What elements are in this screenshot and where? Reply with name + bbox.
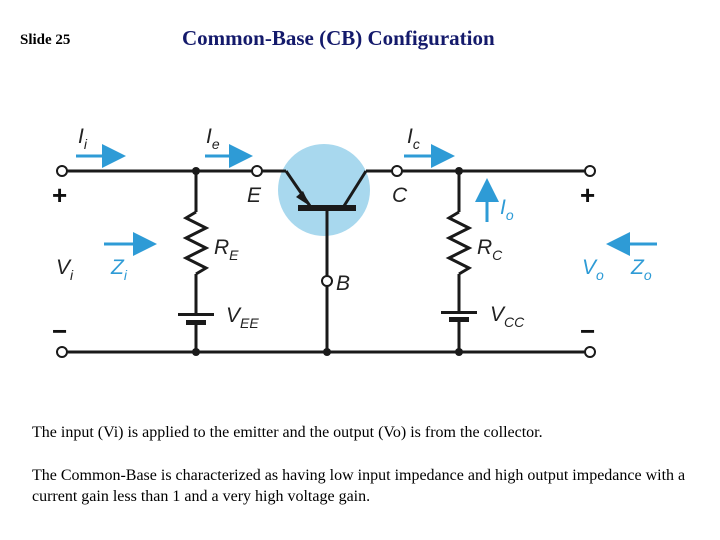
output-impedance-label: Zo	[630, 256, 652, 283]
base-label: B	[336, 272, 350, 295]
slide-number: Slide 25	[20, 32, 71, 48]
emitter-supply-short-plate	[186, 320, 206, 325]
collector-current-label: Ic	[407, 125, 420, 152]
input-minus-sign: −	[52, 316, 67, 346]
emitter-supply-label: VEE	[226, 304, 259, 331]
transistor-base-bar	[298, 205, 356, 211]
emitter-resistor	[182, 210, 210, 276]
input-top-terminal	[56, 165, 68, 177]
emitter-supply-long-plate	[178, 313, 214, 316]
collector-resistor-label: RC	[477, 236, 503, 263]
description-paragraph-1: The input (Vi) is applied to the emitter…	[32, 424, 543, 441]
input-plus-sign: +	[52, 180, 67, 210]
emitter-arrowhead	[296, 191, 310, 206]
collector-label: C	[392, 184, 408, 207]
input-current-label: Ii	[78, 125, 88, 152]
input-voltage-label: Vi	[56, 256, 74, 283]
description-paragraph-2: The Common-Base is characterized as havi…	[32, 467, 686, 505]
output-plus-sign: +	[580, 180, 595, 210]
base-terminal	[321, 275, 333, 287]
slide-title: Common-Base (CB) Configuration	[182, 26, 495, 50]
output-current-label: Io	[500, 196, 514, 223]
collector-supply-long-plate	[441, 311, 477, 314]
collector-supply-short-plate	[449, 317, 469, 322]
input-bottom-terminal	[56, 346, 68, 358]
transistor-highlight	[278, 144, 370, 236]
circuit-diagram: Ii Ie Ic Io E C B RE RC VEE VCC Vi Zi Vo…	[52, 125, 657, 358]
output-bottom-terminal	[584, 346, 596, 358]
collector-terminal	[391, 165, 403, 177]
output-top-terminal	[584, 165, 596, 177]
emitter-resistor-label: RE	[214, 236, 239, 263]
emitter-terminal	[251, 165, 263, 177]
output-minus-sign: −	[580, 316, 595, 346]
emitter-label: E	[247, 184, 262, 207]
collector-supply-label: VCC	[490, 303, 525, 330]
output-voltage-label: Vo	[582, 256, 604, 283]
input-impedance-label: Zi	[110, 256, 128, 283]
collector-resistor	[445, 210, 473, 276]
emitter-current-label: Ie	[206, 125, 220, 152]
